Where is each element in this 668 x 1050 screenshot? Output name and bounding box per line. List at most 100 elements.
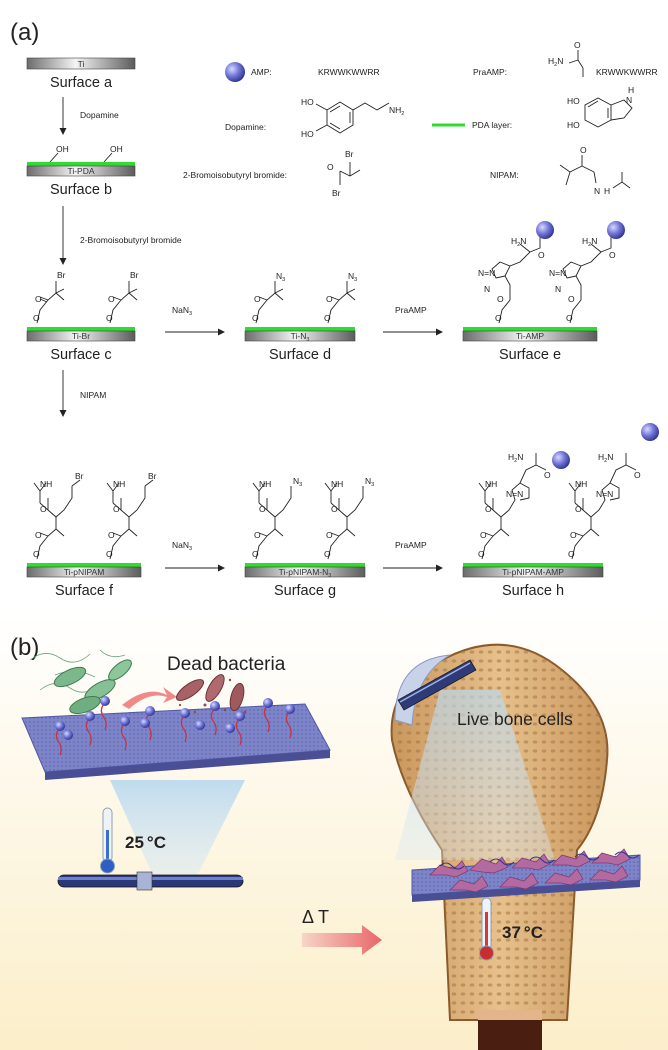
svg-text:O: O: [324, 549, 331, 559]
svg-text:O: O: [570, 530, 577, 540]
svg-text:O: O: [40, 504, 47, 514]
svg-text:Br: Br: [345, 149, 354, 159]
svg-text:O: O: [478, 549, 485, 559]
plate-label: Ti-pNIPAM: [64, 567, 105, 577]
svg-text:N: N: [484, 284, 490, 294]
svg-text:N=N: N=N: [596, 489, 613, 499]
svg-text:N=N: N=N: [506, 489, 523, 499]
svg-text:O: O: [326, 294, 333, 304]
svg-text:O: O: [33, 549, 40, 559]
surface-edge: [45, 750, 330, 780]
plate-label: Ti: [78, 59, 85, 69]
svg-text:N: N: [555, 284, 561, 294]
nipam-structure: O N H: [559, 145, 631, 196]
svg-text:O: O: [609, 250, 616, 260]
legend-bromide: 2-Bromoisobutyryl bromide:: [183, 170, 287, 180]
svg-text:O: O: [35, 530, 42, 540]
svg-text:N: N: [594, 186, 600, 196]
amp-chain: O O NH O N=N H2N O: [478, 451, 570, 560]
temperature-high: 37°C: [502, 923, 543, 942]
surface-h-label: Surface h: [502, 583, 564, 599]
svg-text:O: O: [259, 504, 266, 514]
plate-label: Ti-AMP: [516, 331, 544, 341]
legend: AMP: KRWWKWWRR PraAMP: H2N O KRWWKWWRR D…: [183, 40, 658, 198]
svg-text:O: O: [495, 313, 502, 323]
live-cells-label: Live bone cells: [457, 709, 573, 729]
titanium-plate: [462, 330, 598, 342]
svg-text:N3: N3: [348, 271, 357, 283]
legend-amp-sequence: KRWWKWWRR: [318, 67, 380, 77]
pda-layer: [463, 327, 597, 331]
svg-text:O: O: [331, 504, 338, 514]
probe-icon: [397, 659, 477, 711]
panel-a-label: (a): [10, 19, 39, 46]
plate-label: Ti-PDA: [67, 166, 94, 176]
svg-text:O: O: [324, 313, 331, 323]
amp-brushes: [55, 696, 295, 756]
plate-label: Ti-Br: [72, 331, 90, 341]
svg-text:O: O: [108, 530, 115, 540]
hydroxyl-label: OH: [56, 144, 69, 154]
legend-amp: AMP:: [251, 67, 272, 77]
step-nipam: NIPAM: [80, 390, 106, 400]
surface-d-label: Surface d: [269, 347, 331, 363]
temperature-change-arrow: [302, 925, 382, 955]
titanium-plate: [26, 566, 142, 578]
svg-text:O: O: [252, 313, 259, 323]
svg-text:O: O: [568, 549, 575, 559]
surface-e: O O N N=N H2N O O O N N=N H2N O Ti-AMP: [462, 221, 625, 363]
svg-text:O: O: [544, 470, 551, 480]
pda-layer: [27, 162, 135, 166]
svg-text:NaN3: NaN3: [172, 540, 192, 552]
svg-text:O: O: [485, 504, 492, 514]
svg-text:O: O: [254, 294, 261, 304]
surface-c-label: Surface c: [50, 347, 111, 363]
thermometer-icon: [479, 897, 494, 961]
svg-text:H: H: [604, 186, 610, 196]
bromide-structure: Br O Br: [327, 149, 361, 198]
svg-text:H2N: H2N: [508, 452, 523, 464]
bone-scene: Live bone cells 37°C: [390, 643, 641, 1050]
titanium-plate: [244, 330, 356, 342]
svg-text:O: O: [254, 530, 261, 540]
amp-sphere-icon: [641, 423, 659, 441]
surface-b: OH OH Ti-PDA Surface b: [26, 144, 136, 198]
live-bacteria: [29, 649, 132, 715]
step-praamp: PraAMP: [395, 540, 427, 550]
svg-text:H2N: H2N: [582, 236, 597, 248]
pda-layer: [27, 327, 135, 331]
light-beam: [395, 690, 555, 860]
panel-b: (b): [0, 612, 668, 1050]
svg-text:O: O: [106, 313, 113, 323]
svg-text:HO: HO: [301, 97, 314, 107]
svg-text:N3: N3: [365, 476, 374, 488]
svg-text:H2N: H2N: [598, 452, 613, 464]
amp-sphere-icon: [552, 451, 570, 469]
implant-rod: [57, 871, 244, 891]
svg-text:NH2: NH2: [389, 105, 404, 117]
pda-layer: [245, 563, 365, 567]
temperature-low: 25°C: [125, 833, 166, 852]
svg-text:Br: Br: [75, 471, 84, 481]
surface-f-label: Surface f: [55, 583, 114, 599]
svg-text:O: O: [35, 294, 42, 304]
surface-d: N3 O O N3 O O Ti-N3 Surface d: [244, 271, 357, 363]
svg-text:O: O: [580, 145, 587, 155]
legend-nipam: NIPAM:: [490, 170, 519, 180]
svg-text:Ti-N3: Ti-N3: [291, 331, 310, 343]
pda-structure: HO HO H N: [567, 85, 634, 130]
svg-text:NH: NH: [575, 479, 587, 489]
svg-text:HO: HO: [567, 96, 580, 106]
kill-arrow: [122, 687, 177, 709]
step-nan3: NaN: [172, 305, 189, 315]
svg-text:N=N: N=N: [478, 268, 495, 278]
titanium-plate: [26, 57, 136, 70]
dead-bacteria: [175, 674, 247, 714]
titanium-plate: [26, 330, 136, 342]
svg-text:NaN3: NaN3: [172, 305, 192, 317]
step-bromide: 2-Bromoisobutyryl bromide: [80, 235, 182, 245]
dead-bacteria-label: Dead bacteria: [167, 654, 286, 675]
amp-chain: O O NH O N=N H2N O: [568, 423, 659, 560]
thermometer-icon: [100, 807, 115, 874]
svg-text:N: N: [626, 95, 632, 105]
